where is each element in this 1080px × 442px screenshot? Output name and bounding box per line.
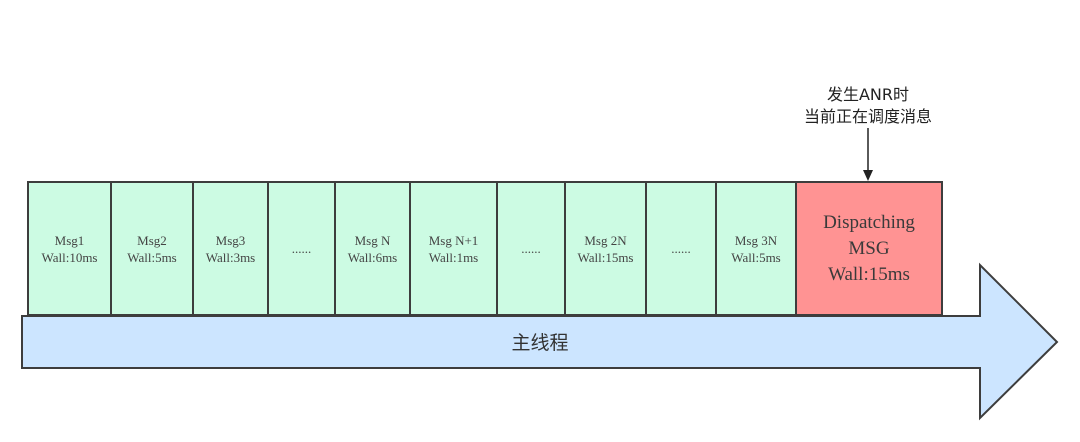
message-ellipsis-box: ...... [267,181,336,316]
message-wall-time: Wall:10ms [41,249,98,265]
ellipsis-text: ...... [521,241,541,256]
message-wall-time: Wall:6ms [347,249,398,265]
dispatching-wall-time: Wall:15ms [828,263,910,285]
anr-annotation: 发生ANR时 当前正在调度消息 [768,84,968,128]
message-name: Msg 2N [584,232,627,248]
message-name: Msg N+1 [428,232,479,248]
message-wall-time: Wall:1ms [428,249,479,265]
annotation-line-2: 当前正在调度消息 [803,107,932,126]
annotation-line-1: 发生ANR时 [826,85,910,104]
message-wall-time: Wall:15ms [577,249,634,265]
annotation-pointer-arrow [863,128,873,181]
message-wall-time: Wall:3ms [205,249,256,265]
dispatching-message-box: Dispatching MSG Wall:15ms [795,181,943,316]
message-ellipsis-box: ...... [645,181,717,316]
message-wall-time: Wall:5ms [731,249,781,265]
dispatching-label: Dispatching [823,211,915,233]
message-name: Msg 3N [734,232,778,248]
message-name: Msg3 [215,232,246,248]
dispatching-msg-label: MSG [848,237,890,259]
message-name: Msg N [354,232,391,248]
main-thread-label: 主线程 [511,332,569,354]
ellipsis-text: ...... [291,241,312,256]
message-ellipsis-box: ...... [496,181,566,316]
ellipsis-text: ...... [671,241,691,256]
message-name: Msg2 [137,232,167,248]
message-wall-time: Wall:5ms [127,249,177,265]
message-name: Msg1 [54,232,85,248]
